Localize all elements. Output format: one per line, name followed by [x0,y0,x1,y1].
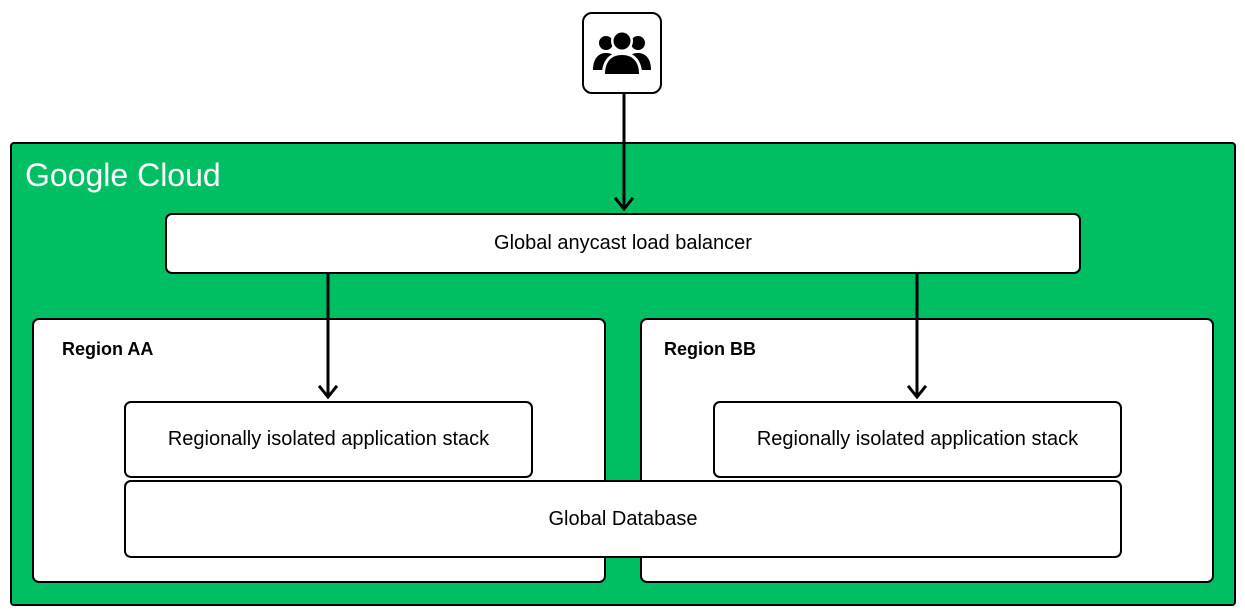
global-database-box: Global Database [124,480,1122,558]
region-b-app-stack: Regionally isolated application stack [713,401,1122,478]
region-b-label: Region BB [664,339,756,359]
load-balancer-label: Global anycast load balancer [494,232,752,254]
load-balancer-box: Global anycast load balancer [165,213,1081,274]
global-database-label: Global Database [548,507,698,530]
users-node [582,12,662,94]
region-a-label: Region AA [62,339,154,359]
region-b-app-stack-label: Regionally isolated application stack [756,428,1079,450]
cloud-title: Google Cloud [25,157,221,193]
region-a-app-stack-label: Regionally isolated application stack [167,428,490,450]
region-a-app-stack: Regionally isolated application stack [124,401,533,478]
users-group-icon [593,30,651,74]
